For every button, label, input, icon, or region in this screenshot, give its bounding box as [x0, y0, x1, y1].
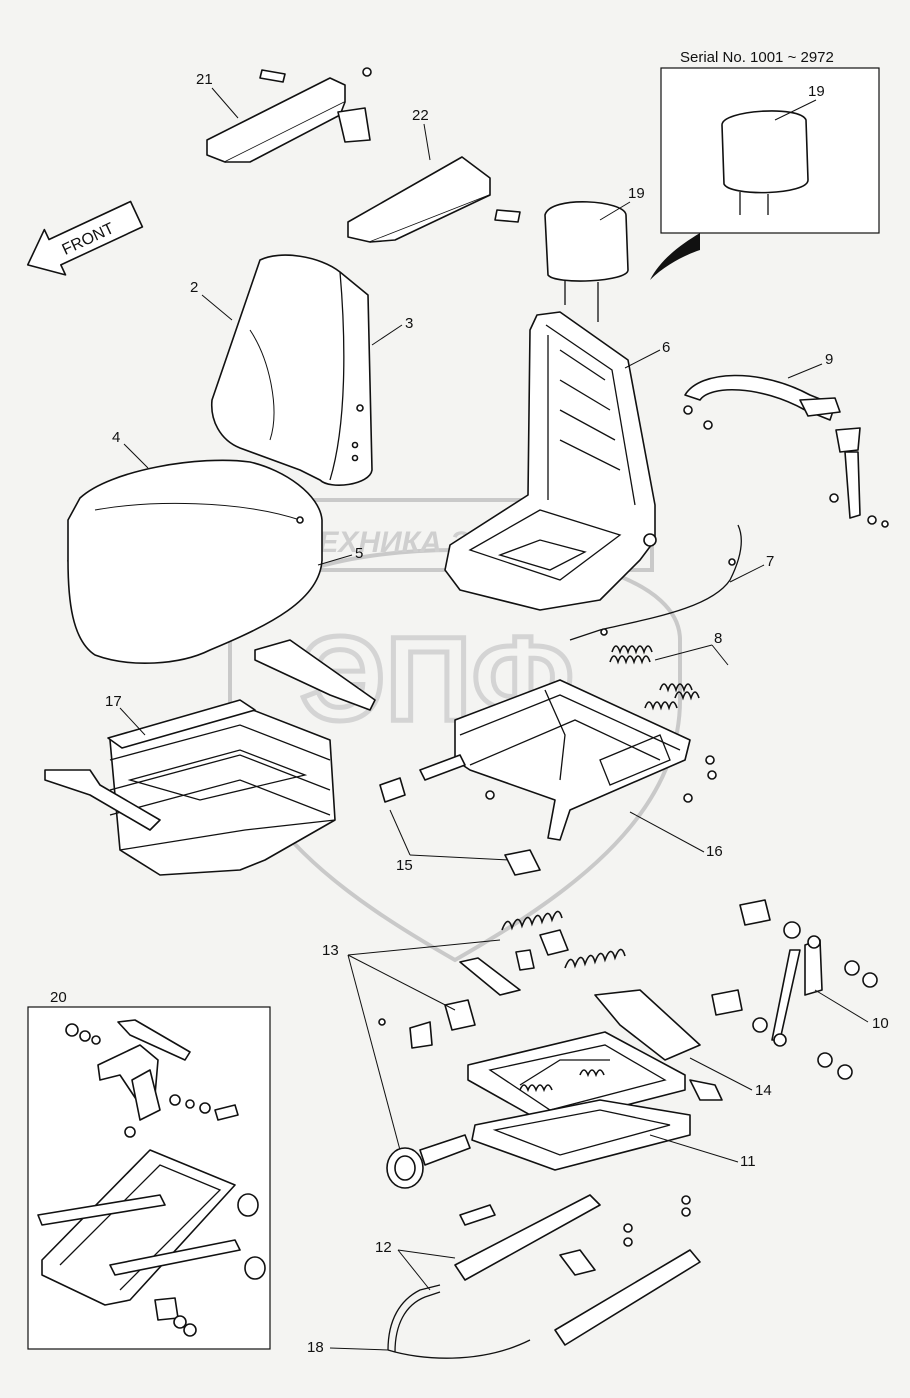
- callout-7: 7: [766, 553, 774, 570]
- callout-20: 20: [50, 989, 67, 1006]
- armrest-right: [347, 156, 521, 243]
- callout-9: 9: [825, 351, 833, 368]
- callout-15: 15: [396, 857, 413, 874]
- damper: [711, 899, 878, 1080]
- suspension-bellows: [44, 699, 336, 876]
- callout-19-inset: 19: [808, 83, 825, 100]
- callout-2: 2: [190, 279, 198, 296]
- callout-5: 5: [355, 545, 363, 562]
- callout-19: 19: [628, 185, 645, 202]
- callout-8: 8: [714, 630, 722, 647]
- callout-6: 6: [662, 339, 670, 356]
- serial-label: Serial No. 1001 ~ 2972: [680, 49, 834, 66]
- inset-20: [27, 1006, 271, 1350]
- lower-rails: [454, 1194, 701, 1346]
- seat-pan-bracket: [254, 639, 376, 711]
- armrest-left: [206, 67, 372, 163]
- callout-22: 22: [412, 107, 429, 124]
- spring-kit-13: [378, 910, 626, 1049]
- callout-14: 14: [755, 1082, 772, 1099]
- springs-8: [609, 645, 700, 711]
- front-arrow: FRONT: [26, 200, 144, 276]
- headrest: [544, 201, 629, 322]
- callout-16: 16: [706, 843, 723, 860]
- seat-belt: [683, 374, 889, 528]
- height-adjust-knob: [386, 1134, 471, 1189]
- callout-12: 12: [375, 1239, 392, 1256]
- callout-3: 3: [405, 315, 413, 332]
- backrest-cushion: [210, 254, 373, 486]
- seat-cushion: [67, 459, 323, 664]
- inset-arrow: [650, 233, 700, 280]
- release-lever: [387, 1284, 531, 1359]
- suspension-scissor: [467, 989, 723, 1171]
- serial-inset: Serial No. 1001 ~ 2972 19: [650, 49, 880, 280]
- release-cable: [569, 524, 742, 641]
- callout-4: 4: [112, 429, 120, 446]
- callout-18: 18: [307, 1339, 324, 1356]
- front-arrow-shape: [26, 200, 144, 276]
- callout-13: 13: [322, 942, 339, 959]
- callout-21: 21: [196, 71, 213, 88]
- bumper-15: [504, 849, 541, 876]
- callout-11: 11: [740, 1153, 756, 1170]
- headrest-inset: [721, 110, 809, 194]
- callout-10: 10: [872, 1015, 889, 1032]
- seat-frame: [444, 311, 657, 611]
- callout-17: 17: [105, 693, 122, 710]
- slide-rails: [379, 679, 717, 841]
